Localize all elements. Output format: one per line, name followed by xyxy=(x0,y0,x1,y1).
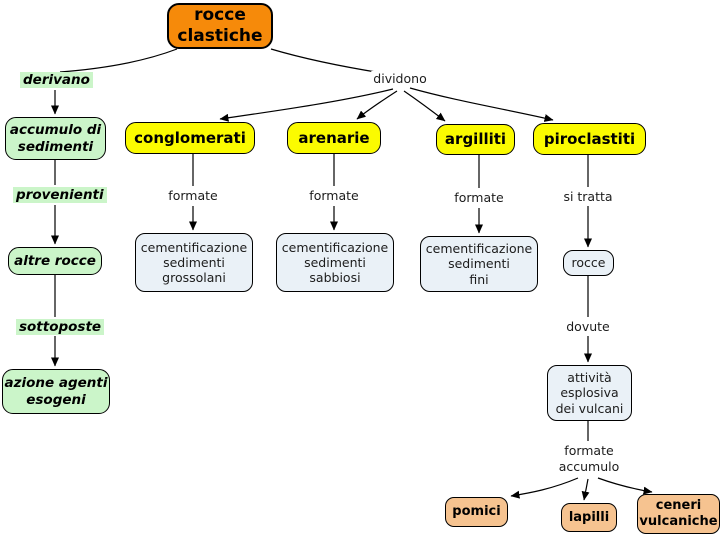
concept-cementificazione-fini[interactable]: cementificazione sedimenti fini xyxy=(420,236,538,292)
link-derivano[interactable]: derivano xyxy=(20,72,93,89)
concept-ceneri-vulcaniche[interactable]: ceneri vulcaniche xyxy=(637,494,720,534)
concept-accumulo-di-sedimenti[interactable]: accumulo di sedimenti xyxy=(5,117,106,160)
concept-argilliti[interactable]: argilliti xyxy=(436,124,515,155)
link-formate-argilliti[interactable]: formate xyxy=(452,190,506,206)
concept-rocce-clastiche[interactable]: rocce clastiche xyxy=(167,3,273,49)
link-provenienti[interactable]: provenienti xyxy=(13,187,107,204)
arrow-formateaccumulo-pomici xyxy=(510,477,579,499)
concept-rocce[interactable]: rocce xyxy=(563,250,614,276)
concept-pomici[interactable]: pomici xyxy=(445,497,508,527)
edge-root-derivano xyxy=(59,48,178,73)
arrow-dividono-piroclastiti xyxy=(409,87,554,122)
concept-cementificazione-sabbiosi[interactable]: cementificazione sedimenti sabbiosi xyxy=(276,233,394,292)
link-formate-arenarie[interactable]: formate xyxy=(307,188,361,204)
link-formate-conglomerati[interactable]: formate xyxy=(166,188,220,204)
arrow-formateaccumulo-ceneri xyxy=(597,477,653,495)
concept-azione-agenti-esogeni[interactable]: azione agenti esogeni xyxy=(2,369,110,414)
concept-lapilli[interactable]: lapilli xyxy=(561,503,617,532)
concept-attivita-esplosiva[interactable]: attività esplosiva dei vulcani xyxy=(547,365,632,421)
link-si-tratta[interactable]: si tratta xyxy=(561,189,615,205)
link-sottoposte[interactable]: sottoposte xyxy=(16,319,105,336)
link-dividono[interactable]: dividono xyxy=(371,71,429,87)
link-dovute[interactable]: dovute xyxy=(564,319,612,335)
arrow-dividono-conglomerati xyxy=(219,88,394,122)
concept-conglomerati[interactable]: conglomerati xyxy=(125,122,255,154)
link-formate-accumulo[interactable]: formate accumulo xyxy=(556,443,622,475)
concept-altre-rocce[interactable]: altre rocce xyxy=(8,247,102,275)
arrow-formateaccumulo-lapilli xyxy=(581,478,590,501)
concept-piroclastiti[interactable]: piroclastiti xyxy=(533,123,646,155)
arrow-dividono-arenarie xyxy=(356,90,398,120)
concept-arenarie[interactable]: arenarie xyxy=(287,122,381,154)
arrow-dividono-argilliti xyxy=(403,90,446,122)
concept-cementificazione-grossolani[interactable]: cementificazione sedimenti grossolani xyxy=(135,233,253,292)
